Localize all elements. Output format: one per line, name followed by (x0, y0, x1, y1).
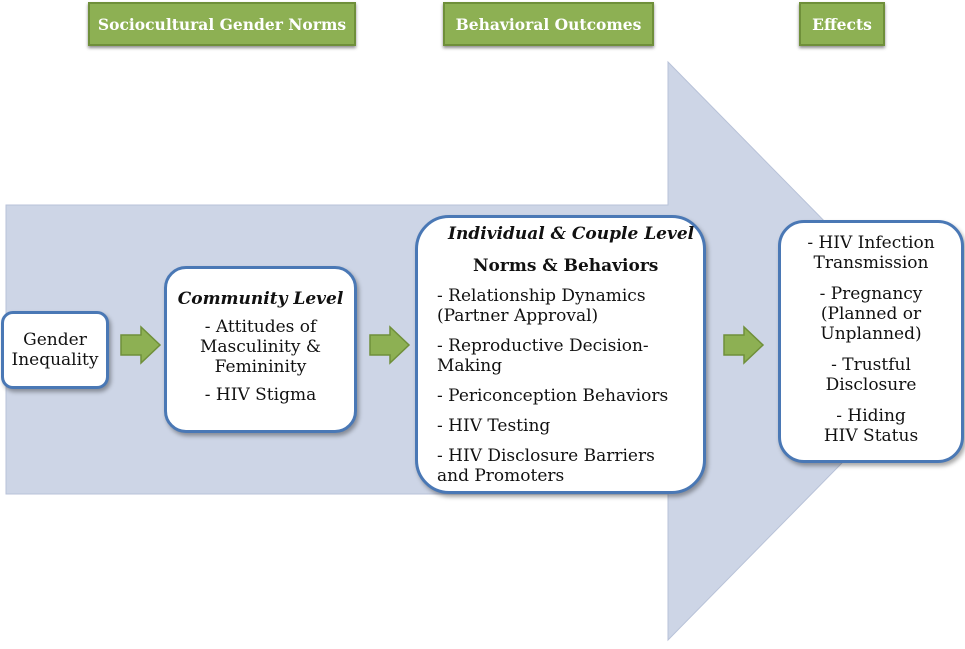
community-item: - Attitudes of Masculinity & Femininity (200, 317, 321, 377)
header-behavioral-outcomes: Behavioral Outcomes (443, 2, 654, 46)
community-level-box: Community Level - Attitudes of Masculini… (164, 266, 357, 433)
right-arrow-icon (723, 325, 765, 365)
behavior-item: - Periconception Behaviors (437, 386, 669, 406)
individual-couple-level-box: Individual & Couple Level Norms & Behavi… (415, 215, 706, 494)
right-arrow-icon (369, 325, 411, 365)
gender-inequality-box: Gender Inequality (1, 311, 109, 389)
header-sociocultural-gender-norms: Sociocultural Gender Norms (88, 2, 356, 46)
community-item: - HIV Stigma (204, 385, 317, 405)
right-arrow-icon (120, 325, 162, 365)
header-effects: Effects (799, 2, 885, 46)
effect-item: - Pregnancy (Planned or Unplanned) (819, 284, 923, 344)
effect-item: - HIV Infection Transmission (807, 233, 935, 273)
effect-item: - Trustful Disclosure (825, 355, 917, 395)
gender-inequality-label: Gender Inequality (11, 330, 99, 370)
effects-box: - HIV Infection Transmission - Pregnancy… (778, 220, 964, 463)
behavior-item: - Relationship Dynamics (Partner Approva… (437, 286, 646, 326)
behavior-item: - HIV Disclosure Barriers and Promoters (437, 446, 655, 486)
effect-item: - Hiding HIV Status (823, 406, 919, 446)
community-level-title: Community Level (177, 289, 344, 309)
behavior-item: - Reproductive Decision-Making (437, 336, 649, 376)
norms-behaviors-subtitle: Norms & Behaviors (473, 256, 659, 276)
behavior-item: - HIV Testing (437, 416, 551, 436)
individual-level-title: Individual & Couple Level (448, 224, 695, 244)
